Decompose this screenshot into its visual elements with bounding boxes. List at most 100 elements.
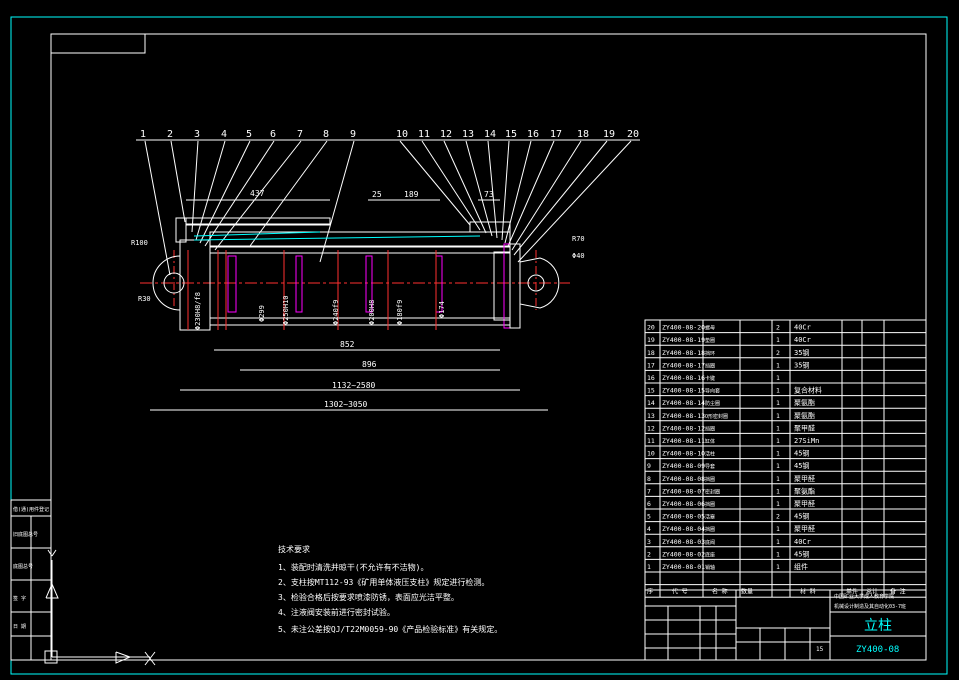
bom-qty-11: 1 bbox=[776, 462, 780, 470]
left-strip-label-1: 旧底图总号 bbox=[13, 531, 38, 538]
bom-no-4: 16 bbox=[647, 374, 655, 382]
bom-no-9: 11 bbox=[647, 437, 655, 445]
vdim-4: Φ200H8 bbox=[368, 300, 376, 325]
bom-name-4: 卡键 bbox=[705, 375, 715, 382]
bom-code-15: ZY400-08-05 bbox=[662, 513, 705, 521]
bom-code-9: ZY400-08-11 bbox=[662, 437, 705, 445]
dim-437: 437 bbox=[250, 189, 265, 198]
bom-header-no: 序 bbox=[647, 588, 653, 596]
bom-no-14: 6 bbox=[647, 500, 651, 508]
vdim-2: Φ250H10 bbox=[282, 295, 290, 325]
part-no-5: 5 bbox=[246, 129, 252, 140]
bom-header-weight: 单件 bbox=[846, 588, 858, 596]
part-no-16: 16 bbox=[527, 129, 539, 140]
title-part-name: 立柱 bbox=[864, 618, 892, 634]
bom-no-2: 18 bbox=[647, 349, 655, 357]
title-scale: 15 bbox=[816, 646, 824, 653]
bom-no-6: 14 bbox=[647, 399, 655, 407]
bom-name-3: 挡圈 bbox=[705, 362, 715, 369]
bom-no-8: 12 bbox=[647, 424, 655, 432]
bom-name-17: 底阀 bbox=[705, 539, 715, 546]
bom-no-7: 13 bbox=[647, 412, 655, 420]
bom-header-qty: 数量 bbox=[741, 588, 753, 596]
bom-code-7: ZY400-08-13 bbox=[662, 412, 705, 420]
bom-material-0: 40Cr bbox=[794, 324, 811, 332]
part-no-15: 15 bbox=[505, 129, 517, 140]
bom-qty-9: 1 bbox=[776, 437, 780, 445]
dim-189: 189 bbox=[404, 190, 419, 199]
dim-896: 896 bbox=[362, 360, 377, 369]
bom-qty-15: 2 bbox=[776, 513, 780, 521]
bom-material-14: 聚甲醛 bbox=[794, 499, 815, 508]
bom-no-12: 8 bbox=[647, 475, 651, 483]
bom-code-13: ZY400-08-07 bbox=[662, 487, 705, 495]
corner-label-box bbox=[50, 33, 146, 54]
bom-qty-0: 2 bbox=[776, 324, 780, 332]
bom-no-18: 2 bbox=[647, 550, 651, 558]
bom-code-6: ZY400-08-14 bbox=[662, 399, 705, 407]
bom-code-5: ZY400-08-15 bbox=[662, 387, 705, 395]
bom-name-11: 导套 bbox=[705, 463, 715, 470]
vdim-5: Φ180f9 bbox=[396, 300, 404, 325]
bom-name-7: O形密封圈 bbox=[705, 413, 728, 420]
part-no-8: 8 bbox=[323, 129, 329, 140]
bom-header-total: 总计 bbox=[866, 588, 878, 596]
bom-material-12: 聚甲醛 bbox=[794, 474, 815, 483]
vdim-6: Φ174 bbox=[438, 301, 446, 318]
bom-no-3: 17 bbox=[647, 361, 655, 369]
note-5: 5、未注公差按QJ/T22M0059-90《产品检验标准》有关规定。 bbox=[278, 624, 502, 634]
bom-code-3: ZY400-08-17 bbox=[662, 361, 705, 369]
bom-qty-8: 1 bbox=[776, 424, 780, 432]
bom-no-5: 15 bbox=[647, 387, 655, 395]
bom-name-12: 挡圈 bbox=[705, 476, 715, 483]
title-drawing-no: ZY400-08 bbox=[856, 645, 899, 655]
bom-material-8: 聚甲醛 bbox=[794, 423, 815, 432]
bom-material-7: 聚氨酯 bbox=[794, 411, 815, 420]
bom-material-2: 35钢 bbox=[794, 348, 809, 357]
part-no-13: 13 bbox=[462, 129, 474, 140]
part-no-4: 4 bbox=[221, 129, 227, 140]
part-no-7: 7 bbox=[297, 129, 303, 140]
bom-material-13: 聚氨酯 bbox=[794, 486, 815, 495]
bom-name-18: 底座 bbox=[705, 551, 715, 558]
part-no-9: 9 bbox=[350, 129, 356, 140]
part-no-12: 12 bbox=[440, 129, 452, 140]
bom-qty-17: 1 bbox=[776, 538, 780, 546]
part-no-11: 11 bbox=[418, 129, 430, 140]
vdim-3: Φ240f9 bbox=[332, 300, 340, 325]
left-strip-label-4: 日 期 bbox=[13, 624, 26, 630]
bom-qty-10: 1 bbox=[776, 450, 780, 458]
bom-material-9: 27SiMn bbox=[794, 437, 819, 445]
dim-852: 852 bbox=[340, 340, 355, 349]
bom-name-2: 挡环 bbox=[705, 350, 715, 357]
bom-no-1: 19 bbox=[647, 336, 655, 344]
bom-name-8: 挡圈 bbox=[705, 425, 715, 432]
bom-header-remark: 备 注 bbox=[890, 588, 906, 596]
bom-material-6: 聚氨酯 bbox=[794, 398, 815, 407]
bom-code-2: ZY400-08-18 bbox=[662, 349, 705, 357]
ucs-icon bbox=[44, 549, 156, 666]
title-class: 机械设计制造及其自动化03-7班 bbox=[834, 603, 906, 610]
part-no-10: 10 bbox=[396, 129, 408, 140]
vdim-1: Φ299 bbox=[258, 305, 266, 322]
bom-code-10: ZY400-08-10 bbox=[662, 450, 705, 458]
bom-material-19: 组件 bbox=[794, 562, 808, 571]
dim-1132: 1132~2580 bbox=[332, 381, 376, 390]
left-strip: 借(通)用件登记 旧底图总号 底图总号 签 字 日 期 bbox=[10, 499, 52, 661]
bom-code-11: ZY400-08-09 bbox=[662, 462, 705, 470]
bom-name-6: 防尘圈 bbox=[705, 400, 720, 407]
bom-qty-13: 1 bbox=[776, 487, 780, 495]
bom-header-name: 名 称 bbox=[712, 588, 728, 596]
bom-code-18: ZY400-08-02 bbox=[662, 550, 705, 558]
bom-header-material: 材 料 bbox=[800, 588, 816, 596]
bom-qty-7: 1 bbox=[776, 412, 780, 420]
bom-name-16: 挡圈 bbox=[705, 526, 715, 533]
bom-qty-14: 1 bbox=[776, 500, 780, 508]
bom-qty-2: 2 bbox=[776, 349, 780, 357]
bom-code-19: ZY400-08-01 bbox=[662, 563, 705, 571]
bom-name-19: 销轴 bbox=[705, 564, 715, 571]
note-3: 3、检验合格后按要求喷漆防锈，表面应光洁平整。 bbox=[278, 592, 459, 602]
part-no-19: 19 bbox=[603, 129, 615, 140]
note-4: 4、注液阀安装前进行密封试验。 bbox=[278, 607, 395, 617]
